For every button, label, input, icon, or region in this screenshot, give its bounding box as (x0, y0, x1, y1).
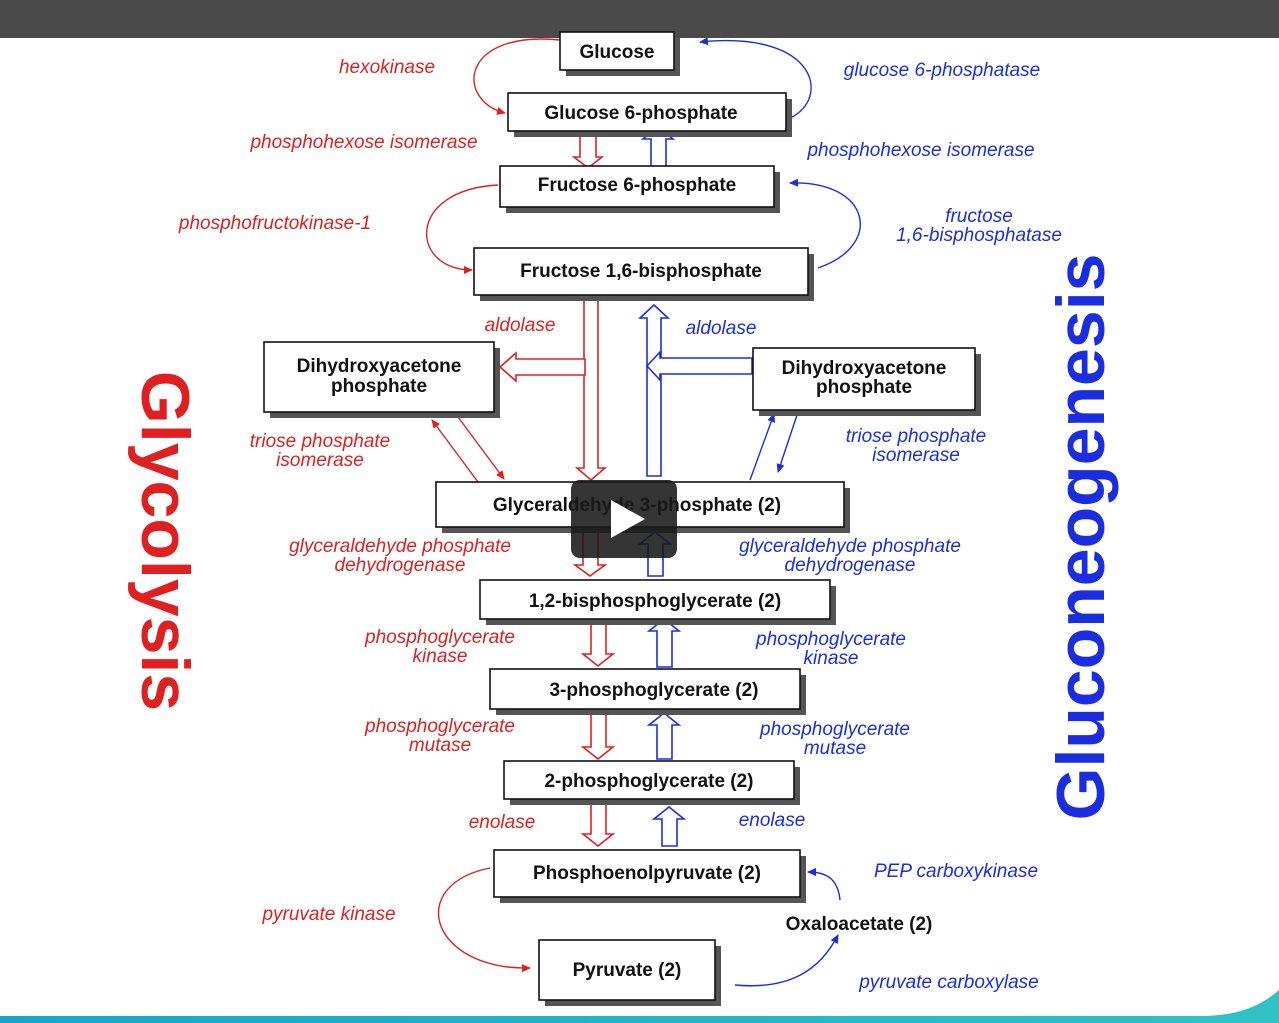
metabolite-dhap-left: Dihydroxyacetone phosphate (263, 341, 500, 418)
metabolite-label: 3-phosphoglycerate (2) (549, 680, 758, 701)
enzyme-enolase-blue: enolase (739, 810, 806, 831)
arrow-left-dhap-blue (645, 349, 753, 383)
enzyme-pyruvate-kinase: pyruvate kinase (261, 904, 395, 925)
enzyme-aldolase-blue: aldolase (686, 318, 757, 339)
enzyme-tpi-blue-line2: isomerase (872, 445, 960, 466)
enzyme-pgm-red-line1: phosphoglycerate (364, 716, 515, 737)
enzyme-enolase-red: enolase (469, 812, 536, 833)
pyruvate-kinase-arrow (437, 867, 531, 973)
metabolite-label: Dihydroxyacetone (297, 356, 462, 377)
enzyme-pep-carboxykinase: PEP carboxykinase (874, 861, 1038, 882)
enzyme-phosphohexose-isomerase-blue: phosphohexose isomerase (806, 140, 1034, 161)
enzyme-phosphohexose-isomerase-red: phosphohexose isomerase (249, 132, 477, 153)
fbpase-arrow (789, 178, 861, 269)
enzyme-gapdh-red-line1: glyceraldehyde phosphate (289, 536, 511, 557)
metabolite-dhap-right: Dihydroxyacetone phosphate (752, 347, 981, 416)
metabolite-label: Fructose 1,6-bisphosphate (520, 261, 762, 282)
metabolite-pyruvate: Pyruvate (2) (538, 939, 721, 1006)
metabolite-glucose: Glucose (559, 31, 680, 76)
enzyme-gapdh-blue-line2: dehydrogenase (785, 555, 916, 576)
metabolite-1-2-bisphosphoglycerate: 1,2-bisphosphoglycerate (2) (479, 579, 836, 625)
metabolite-2-phosphoglycerate: 2-phosphoglycerate (2) (503, 760, 800, 805)
enzyme-glucose-6-phosphatase: glucose 6-phosphatase (844, 60, 1040, 81)
metabolite-label: Phosphoenolpyruvate (2) (533, 863, 761, 884)
tpi-arrow-blue-2 (776, 411, 799, 473)
metabolite-label: phosphate (816, 377, 912, 398)
arrow-down-enolase (580, 801, 616, 848)
arrow-up-aldolase-long (637, 303, 671, 477)
metabolite-3-phosphoglycerate: 3-phosphoglycerate (2) (489, 668, 806, 715)
enzyme-fbpase-line1: fructose (945, 206, 1013, 227)
metabolite-glucose-6-phosphate: Glucose 6-phosphate (507, 92, 792, 137)
tpi-arrow-red-1 (431, 419, 479, 483)
enzyme-phosphofructokinase-1: phosphofructokinase-1 (178, 213, 371, 234)
metabolite-label: phosphate (331, 376, 427, 397)
arrow-down-pgm (580, 711, 616, 761)
enzyme-gapdh-red-line2: dehydrogenase (335, 555, 466, 576)
enzyme-pgm-red-line2: mutase (409, 735, 471, 756)
hexokinase-arrow (473, 38, 561, 115)
bottom-decorative-bar (0, 990, 1279, 1023)
tpi-arrow-red-2 (457, 416, 505, 480)
metabolite-label: Fructose 6-phosphate (538, 175, 736, 196)
glycolysis-title: Glycolysis (127, 371, 203, 711)
arrow-up-enolase (651, 805, 687, 847)
enzyme-pyruvate-carboxylase: pyruvate carboxylase (858, 972, 1039, 993)
arrow-down-aldolase-long (574, 296, 608, 482)
enzyme-pgm-blue-line1: phosphoglycerate (759, 719, 910, 740)
play-button[interactable] (571, 480, 677, 558)
metabolite-oxaloacetate: Oxaloacetate (2) (786, 914, 933, 935)
metabolite-label: 1,2-bisphosphoglycerate (2) (529, 591, 781, 612)
enzyme-hexokinase: hexokinase (339, 57, 435, 78)
metabolite-phosphoenolpyruvate: Phosphoenolpyruvate (2) (493, 849, 806, 903)
arrow-down-pgk (580, 617, 616, 668)
glucose-6-phosphatase-arrow (699, 37, 812, 119)
enzyme-pgm-blue-line2: mutase (804, 738, 866, 759)
enzyme-tpi-red-line1: triose phosphate (250, 431, 391, 452)
metabolite-label: 2-phosphoglycerate (2) (544, 771, 753, 792)
enzyme-pgk-red-line1: phosphoglycerate (364, 627, 515, 648)
play-icon (611, 500, 645, 538)
pfk-arrow (426, 184, 499, 274)
arrow-up-pgk (646, 617, 682, 668)
metabolite-label: Glucose 6-phosphate (544, 103, 737, 124)
enzyme-pgk-blue-line2: kinase (804, 648, 859, 669)
enzyme-gapdh-blue-line1: glyceraldehyde phosphate (739, 536, 961, 557)
metabolite-fructose-6-phosphate: Fructose 6-phosphate (499, 165, 780, 213)
tpi-arrow-blue-1 (749, 413, 776, 481)
metabolite-label: Glucose (580, 42, 655, 63)
metabolite-fructose-1-6-bisphosphate: Fructose 1,6-bisphosphate (473, 247, 814, 301)
pepck-arrow (807, 868, 841, 901)
pyruvate-carboxylase-arrow (734, 934, 839, 987)
gluconeogenesis-title: Gluconeogenesis (1043, 254, 1119, 821)
arrow-up-pgm (646, 711, 682, 760)
enzyme-pgk-blue-line1: phosphoglycerate (755, 629, 906, 650)
metabolite-label: Pyruvate (2) (573, 960, 682, 981)
enzyme-fbpase-line2: 1,6-bisphosphatase (896, 225, 1062, 246)
enzyme-tpi-blue-line1: triose phosphate (846, 426, 987, 447)
arrow-left-dhap (498, 351, 586, 383)
metabolite-label: Dihydroxyacetone (782, 358, 947, 379)
enzyme-aldolase-red: aldolase (485, 315, 556, 336)
enzyme-pgk-red-line2: kinase (413, 646, 468, 667)
enzyme-tpi-red-line2: isomerase (276, 450, 364, 471)
